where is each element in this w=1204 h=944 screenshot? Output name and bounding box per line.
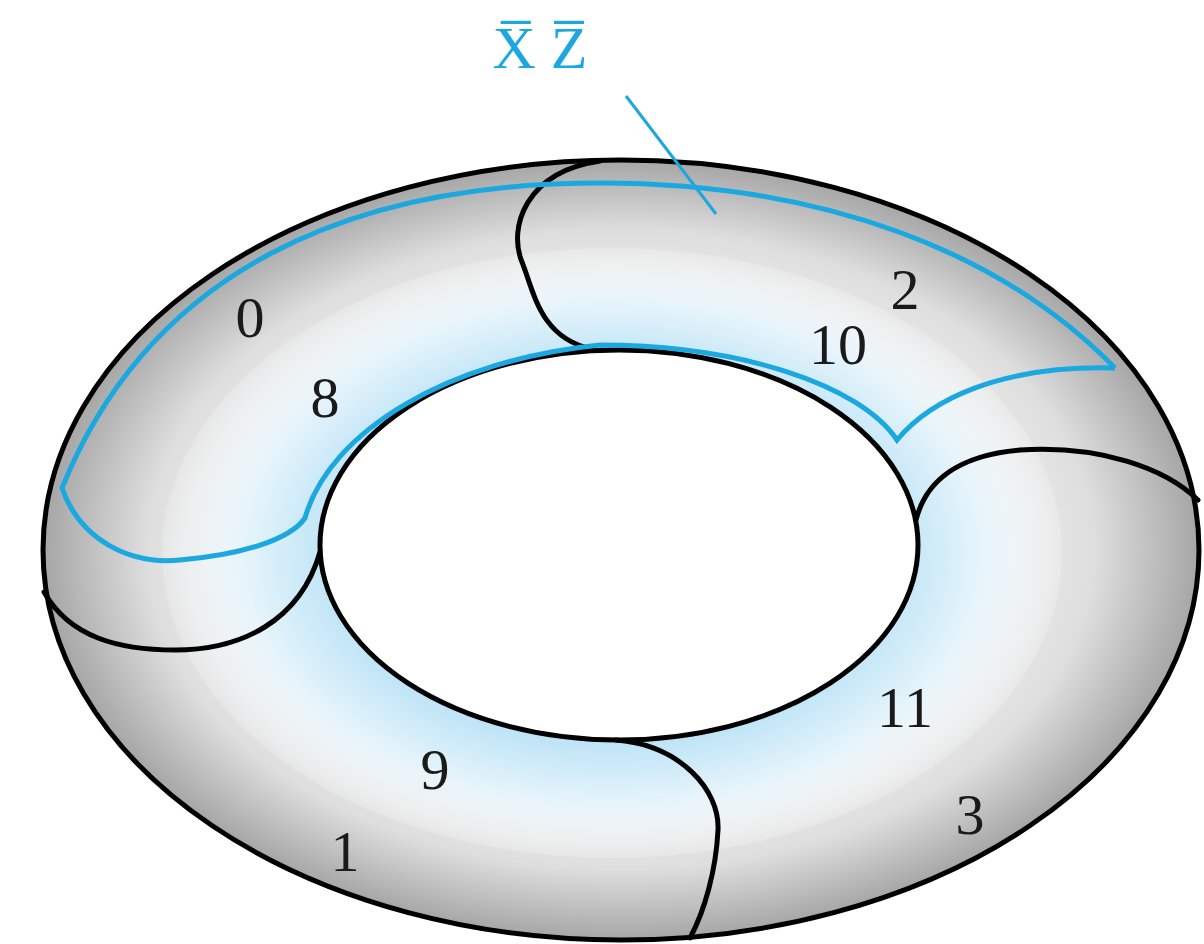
cell-number: 1 (331, 823, 360, 881)
cell-number: 10 (809, 316, 867, 374)
leader-line (626, 96, 716, 214)
cell-number: 3 (956, 786, 985, 844)
torus-outer-rim (43, 160, 1199, 940)
cell-number: 8 (311, 369, 340, 427)
cell-number: 9 (421, 741, 450, 799)
cell-divider (916, 449, 1198, 520)
cell-number: 0 (236, 289, 265, 347)
torus-outer-surface (43, 160, 1199, 940)
torus-hole (320, 350, 918, 740)
group-term: X̅ Z̅ (493, 18, 588, 78)
cell-number: 11 (877, 679, 933, 737)
cell-divider (518, 161, 600, 349)
torus-inner-surface (162, 248, 1062, 858)
cell-number: 2 (891, 261, 920, 319)
group-outline (62, 183, 1115, 561)
cell-divider (616, 740, 718, 938)
cell-divider (44, 552, 320, 650)
